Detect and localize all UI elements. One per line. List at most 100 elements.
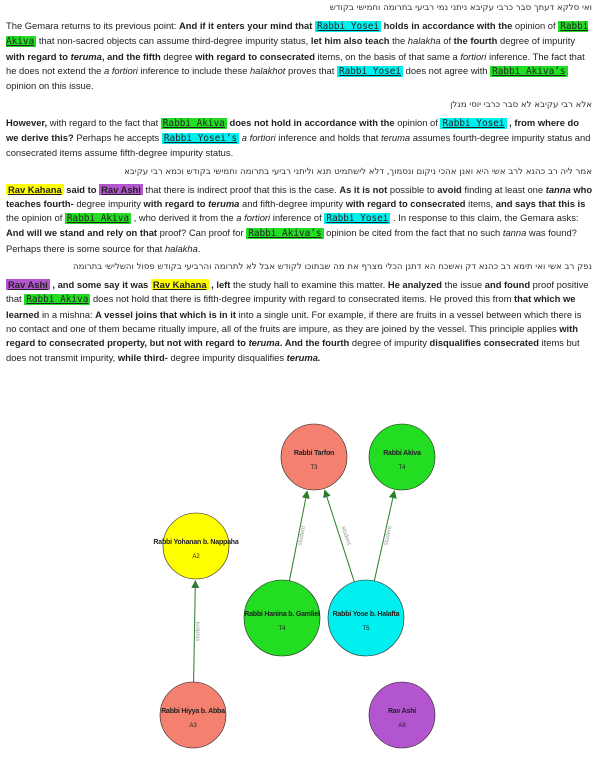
text-segment: teruma (380, 131, 411, 143)
text-segment: the issue (442, 279, 485, 291)
node-generation: T3 (310, 465, 318, 471)
hebrew-line: אלא רבי עקיבא לא סבר כרבי יוסי מנלן (450, 99, 592, 110)
text-segment: . In response to this claim, the Gemara … (390, 212, 579, 224)
name-highlight: Rabbi Yosei (314, 21, 382, 33)
edge-line (373, 490, 397, 582)
text-segment: a fortiori (104, 64, 138, 76)
text-segment: inference. The fact that he does not ext… (6, 50, 585, 76)
edge-hiyya-yohanan: student (191, 579, 202, 683)
text-segment: halakhot (249, 64, 286, 76)
node-circle[interactable] (243, 579, 321, 657)
edge-line (288, 490, 310, 581)
text-segment: and fifth-degree impurity (239, 197, 346, 209)
text-segment: inference and holds that (275, 131, 381, 143)
name-highlight: Rav Kahana (150, 279, 209, 291)
node-circle[interactable] (368, 681, 436, 749)
edge-hanina-tarfon: student (288, 490, 310, 581)
hebrew-line: אמר ליה רב כהנא לרב אשי היא ואנן אהכי ני… (124, 166, 592, 177)
hebrew-line: ואי סלקא דעתך סבר כרבי עקיבא ניתני נמי ר… (329, 3, 592, 13)
text-segment: inference of (270, 212, 325, 224)
text-segment: proof? Can proof for (157, 227, 247, 239)
name-highlight: Rabbi Akiva (64, 213, 131, 225)
text-segment: halakha (164, 242, 198, 254)
text-segment: the opinion of (6, 212, 65, 224)
node-name: Rabbi Tarfon (294, 450, 334, 457)
name-highlight: Rabbi Yosei (440, 117, 507, 129)
text-segment: opinion be cited from the fact that no s… (323, 227, 503, 239)
node-circle[interactable] (368, 423, 436, 491)
english-translation: However, with regard to the fact that Ra… (6, 114, 594, 164)
text-segment: does not hold that there is fifth-degree… (90, 293, 514, 305)
node-circle[interactable] (159, 681, 227, 749)
text-segment: while third- (117, 351, 168, 363)
text-segment: Perhaps he accepts (73, 131, 162, 143)
paragraph-4: נפק רב אשי ואי תימא רב כהנא דק ואשכח הא … (6, 259, 594, 368)
node-circle[interactable] (162, 512, 230, 580)
text-segment: into a single unit. For example, if ther… (6, 308, 582, 334)
text-segment: holds in accordance with the (381, 20, 513, 32)
name-highlight: Rav Ashi (99, 183, 143, 195)
paragraph-2: אלא רבי עקיבא לא סבר כרבי יוסי מנלן Howe… (6, 97, 594, 164)
text-segment: inference to include these (137, 64, 250, 76)
text-segment: And if it enters your mind that (179, 20, 315, 32)
text-segment: in a mishna: (39, 308, 96, 320)
english-translation: Rav Ashi , and some say it was Rav Kahan… (6, 276, 594, 368)
text-segment: fortiori (460, 50, 487, 62)
node-circle[interactable] (280, 423, 348, 491)
node-generation: A3 (189, 723, 197, 729)
paragraph-3: אמר ליה רב כהנא לרב אשי היא ואנן אהכי ני… (6, 164, 594, 260)
text-segment: . (197, 242, 201, 254)
node-name: Rabbi Akiva (383, 450, 421, 457)
text-segment: degree (160, 50, 196, 62)
node-generation: A8 (398, 723, 406, 729)
text-segment: finding at least one (461, 183, 546, 195)
text-segment: and found (484, 279, 531, 291)
text-segment: teruma (208, 197, 240, 209)
name-highlight: Rav Kahana (6, 183, 64, 195)
text-segment: who teaches fourth- (6, 183, 593, 209)
text-segment: teruma (70, 50, 102, 62)
text-segment: opinion on this issue. (6, 80, 94, 92)
name-highlight: Rabbi Yosei (336, 65, 404, 77)
text-segment: said to (63, 183, 100, 195)
name-highlight: Rabbi Yosei (324, 213, 391, 225)
text-segment: a fortiori (236, 212, 271, 224)
edge-line (191, 579, 200, 683)
node-generation: T4 (398, 465, 406, 471)
text-segment: , and the fifth (101, 50, 161, 62)
node-circle[interactable] (327, 579, 405, 657)
text-segment: the fourth (453, 35, 498, 47)
edge-line (323, 489, 355, 582)
text-segment: . And the fourth (279, 337, 350, 349)
text-segment: tanna (545, 183, 571, 195)
edge-yose-akiva: student (373, 490, 397, 582)
node-name: Rabbi Hanina b. Gamliel (244, 611, 320, 618)
text-segment: that there is indirect proof that this i… (142, 183, 340, 195)
text-segment: let him also teach (310, 35, 390, 47)
name-highlight: Rav Ashi (6, 279, 50, 291)
text-segment: disqualifies consecrated (429, 337, 539, 349)
text-segment: was found? Perhaps there is some source … (6, 227, 577, 254)
edge-label: student (340, 525, 352, 546)
text-segment: with regard to consecrated (345, 197, 466, 209)
text-segment: items but does not transmit impurity, (6, 337, 580, 363)
text-segment: teruma. (286, 351, 321, 363)
paragraph-1: ואי סלקא דעתך סבר כרבי עקיבא ניתני נמי ר… (6, 0, 594, 97)
text-segment: , who derived it from the (131, 212, 237, 224)
text-segment: However, (6, 116, 48, 128)
text-segment: , and some say it was (49, 279, 151, 291)
text-segment: , left (208, 279, 231, 291)
text-segment: halakha (407, 35, 441, 47)
text-segment: proof positive that (6, 279, 589, 305)
text-segment: tanna (502, 227, 527, 239)
text-segment: The Gemara returns to its previous point… (6, 20, 179, 32)
node-generation: T4 (278, 626, 286, 632)
text-segment: degree of impurity (349, 337, 430, 349)
